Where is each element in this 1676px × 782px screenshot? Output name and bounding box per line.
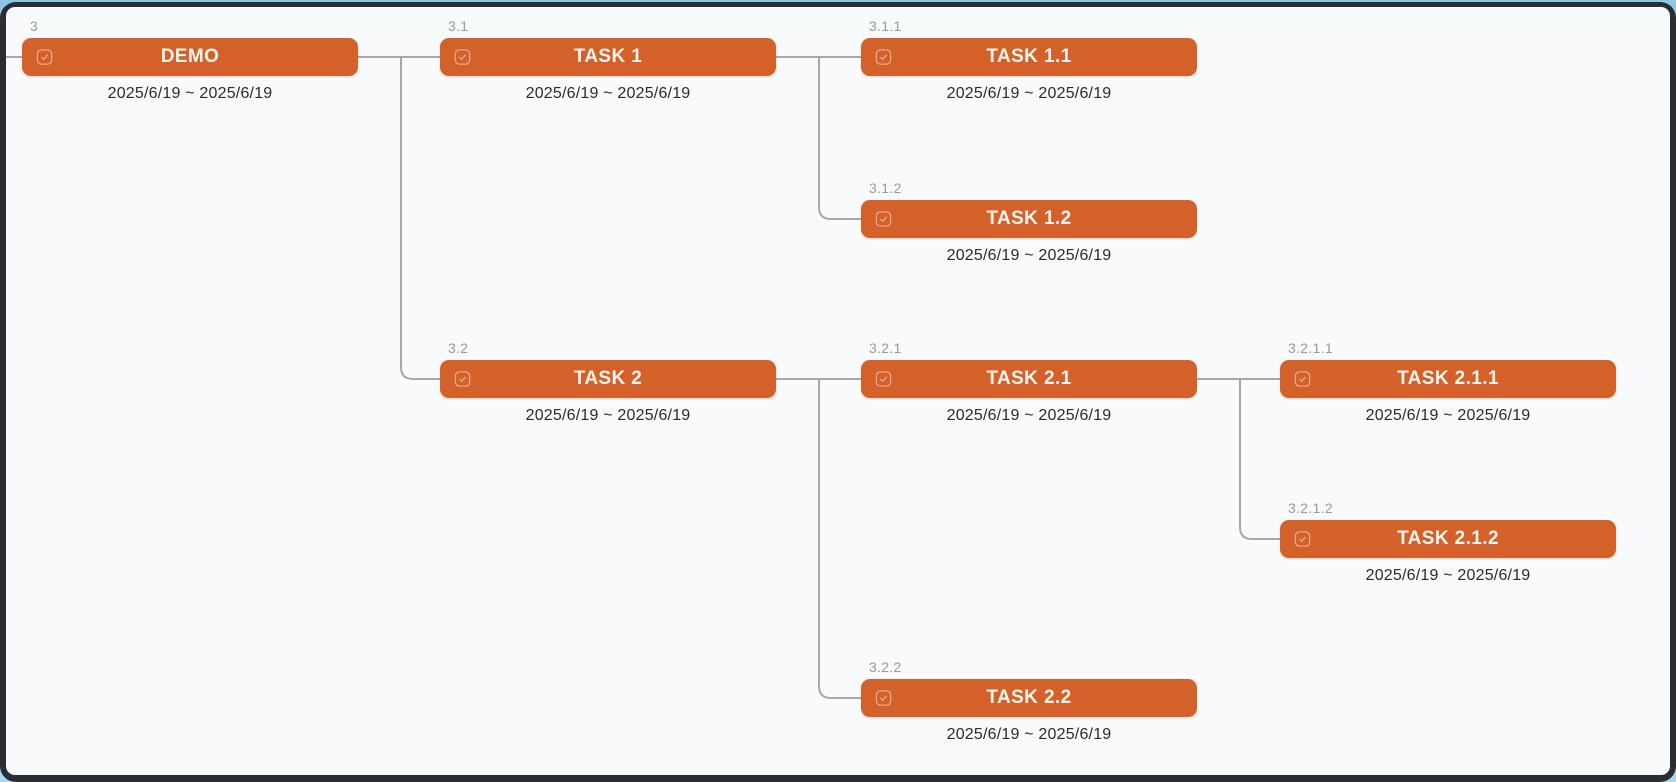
node-number-label: 3.1.1 xyxy=(869,18,902,34)
task-node-task11[interactable]: TASK 1.1 xyxy=(861,38,1197,76)
node-date-range: 2025/6/19 ~ 2025/6/19 xyxy=(946,726,1112,743)
node-number-label: 3 xyxy=(30,18,39,34)
node-date-range: 2025/6/19 ~ 2025/6/19 xyxy=(525,407,691,424)
node-number-label: 3.2.1 xyxy=(869,340,902,356)
node-title: TASK 1 xyxy=(573,46,643,67)
mindmap-canvas[interactable]: 3 DEMO 2025/6/19 ~ 2025/6/19 3.1 TASK 1 … xyxy=(6,7,1670,775)
task-node-task2[interactable]: TASK 2 xyxy=(440,360,776,398)
checkbox-checked-icon xyxy=(875,211,892,227)
checkbox-checked-icon xyxy=(875,49,892,65)
node-title: TASK 2 xyxy=(573,368,643,389)
task-node-task211[interactable]: TASK 2.1.1 xyxy=(1280,360,1616,398)
node-number-label: 3.2 xyxy=(448,340,469,356)
task-node-demo[interactable]: DEMO xyxy=(22,38,358,76)
node-title: TASK 2.1.2 xyxy=(1397,528,1499,549)
node-date-range: 2025/6/19 ~ 2025/6/19 xyxy=(1365,567,1531,584)
checkbox-checked-icon xyxy=(454,49,471,65)
node-date-range: 2025/6/19 ~ 2025/6/19 xyxy=(525,85,691,102)
node-title: TASK 1.2 xyxy=(986,208,1072,229)
checkbox-checked-icon xyxy=(1294,531,1311,547)
checkbox-checked-icon xyxy=(875,690,892,706)
node-title: TASK 2.1 xyxy=(986,368,1072,389)
task-node-task212[interactable]: TASK 2.1.2 xyxy=(1280,520,1616,558)
node-date-range: 2025/6/19 ~ 2025/6/19 xyxy=(1365,407,1531,424)
node-title: TASK 2.2 xyxy=(986,687,1072,708)
checkbox-checked-icon xyxy=(454,371,471,387)
connector-lines xyxy=(6,56,1280,699)
task-node-task22[interactable]: TASK 2.2 xyxy=(861,679,1197,717)
node-date-range: 2025/6/19 ~ 2025/6/19 xyxy=(946,407,1112,424)
checkbox-checked-icon xyxy=(875,371,892,387)
diagram-layer: 3 DEMO 2025/6/19 ~ 2025/6/19 3.1 TASK 1 … xyxy=(6,7,1670,775)
node-number-label: 3.1.2 xyxy=(869,180,902,196)
node-date-range: 2025/6/19 ~ 2025/6/19 xyxy=(107,85,273,102)
node-number-label: 3.2.1.1 xyxy=(1288,340,1333,356)
task-node-task1[interactable]: TASK 1 xyxy=(440,38,776,76)
checkbox-checked-icon xyxy=(36,49,53,65)
task-node-task12[interactable]: TASK 1.2 xyxy=(861,200,1197,238)
node-date-range: 2025/6/19 ~ 2025/6/19 xyxy=(946,85,1112,102)
checkbox-checked-icon xyxy=(1294,371,1311,387)
node-number-label: 3.2.1.2 xyxy=(1288,500,1333,516)
node-number-label: 3.2.2 xyxy=(869,659,902,675)
node-title: TASK 2.1.1 xyxy=(1397,368,1499,389)
node-title: DEMO xyxy=(160,46,220,67)
node-number-label: 3.1 xyxy=(448,18,469,34)
node-title: TASK 1.1 xyxy=(986,46,1072,67)
node-date-range: 2025/6/19 ~ 2025/6/19 xyxy=(946,247,1112,264)
task-node-task21[interactable]: TASK 2.1 xyxy=(861,360,1197,398)
